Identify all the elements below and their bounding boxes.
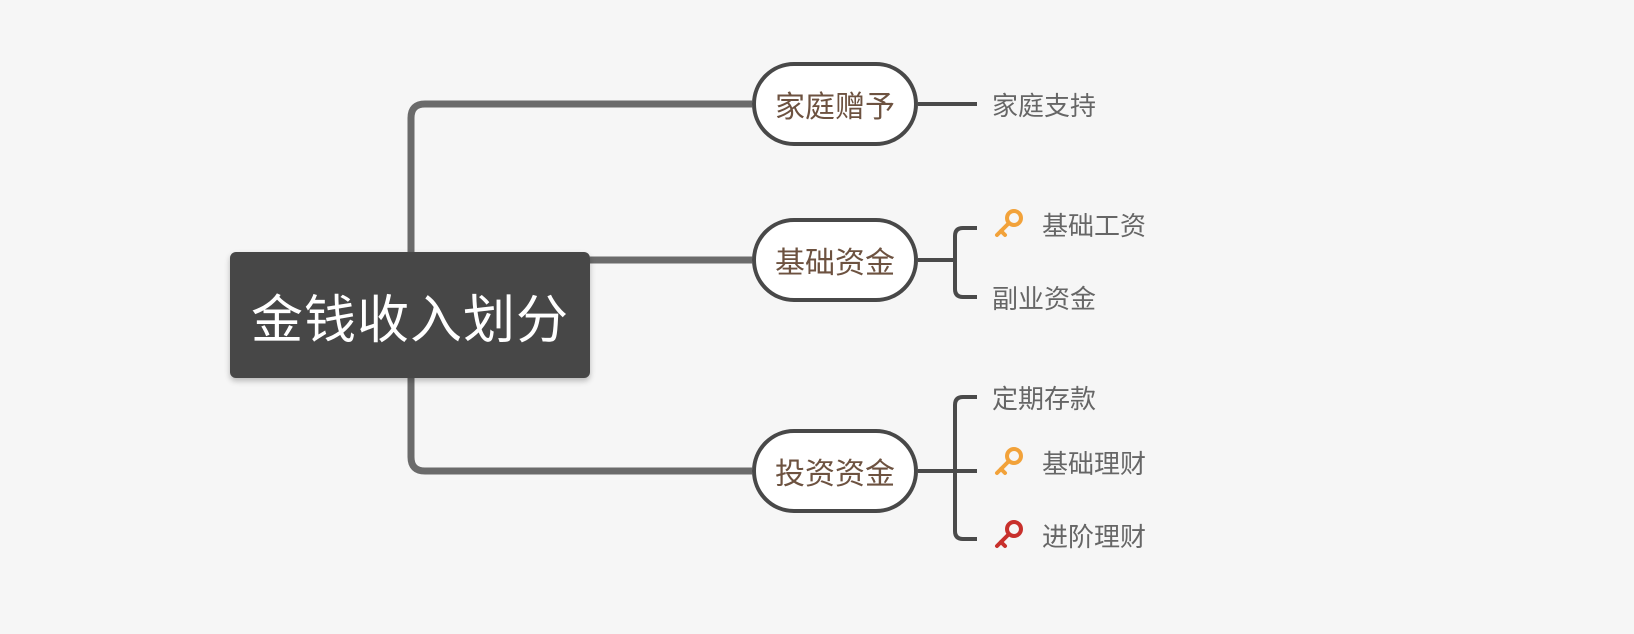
branch-topic-2[interactable]: 基础资金 [752,218,918,302]
branch-2-bracket [918,226,977,299]
leaf-topic[interactable]: 基础工资 [992,204,1146,244]
branch-topic-label: 基础资金 [775,246,895,281]
branch-topic-label: 家庭赠予 [775,90,895,125]
root-topic-label: 金钱收入划分 [250,290,569,351]
leaf-topic-label: 定期存款 [992,384,1097,415]
root-to-branch-3-line [407,378,752,475]
branch-topic-label: 投资资金 [775,457,895,492]
leaf-topic-label: 基础理财 [1042,449,1147,480]
key-icon [992,445,1026,479]
leaf-topic-label: 基础工资 [1042,211,1147,242]
branch-3-bracket [918,395,977,541]
leaf-topic[interactable]: 定期存款 [992,377,1096,417]
branch-topic-1[interactable]: 家庭赠予 [752,62,918,146]
key-icon [992,207,1026,241]
leaf-topic[interactable]: 进阶理财 [992,515,1146,555]
root-to-branch-1-line [407,100,752,252]
branch-topic-3[interactable]: 投资资金 [752,429,918,513]
root-topic[interactable]: 金钱收入划分 [230,252,590,378]
key-icon [992,518,1026,552]
leaf-topic[interactable]: 家庭支持 [992,84,1096,124]
leaf-topic[interactable]: 副业资金 [992,277,1096,317]
leaf-topic[interactable]: 基础理财 [992,442,1146,482]
leaf-topic-label: 进阶理财 [1042,522,1147,553]
leaf-topic-label: 家庭支持 [992,91,1097,122]
leaf-topic-label: 副业资金 [992,284,1097,315]
